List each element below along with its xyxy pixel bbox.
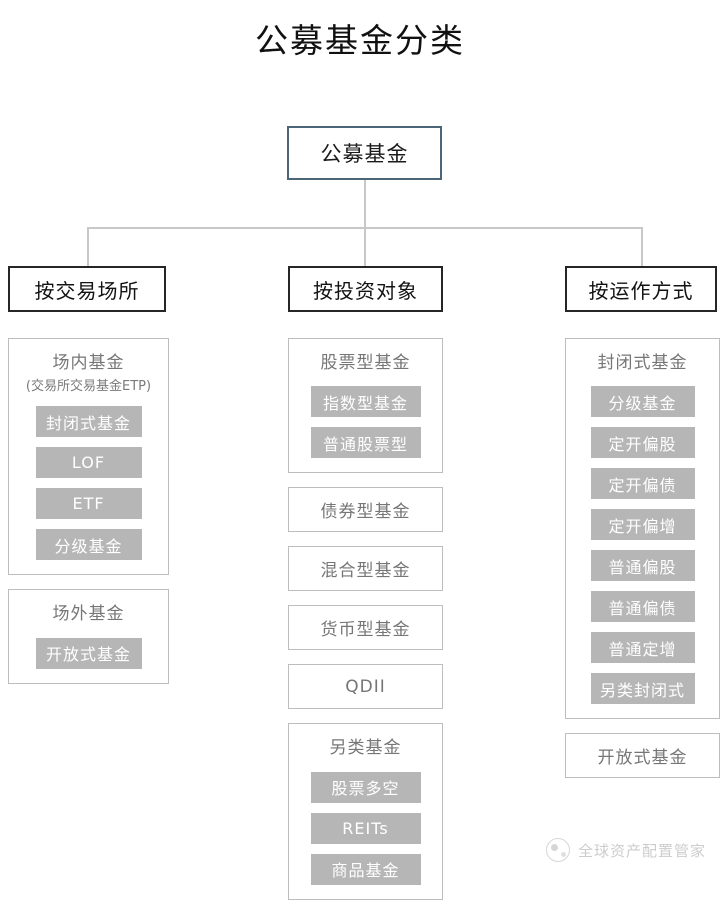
group-item-list: 封闭式基金 LOF ETF 分级基金	[21, 406, 156, 561]
group-item-list: 分级基金定开偏股定开偏债定开偏增普通偏股普通偏债普通定增另类封闭式	[578, 386, 707, 705]
page-title: 公募基金分类	[255, 21, 465, 60]
group-box: 股票型基金指数型基金普通股票型	[288, 338, 443, 474]
group-title: 场外基金	[52, 604, 125, 625]
fund-type-pill[interactable]: 普通偏股	[590, 550, 695, 582]
group-title: 另类基金	[329, 738, 402, 759]
group-title: 股票型基金	[320, 353, 411, 373]
watermark: 全球资产配置管家	[545, 838, 706, 862]
fund-type-pill[interactable]: 定开偏债	[590, 468, 695, 500]
fund-type-pill[interactable]: 定开偏增	[590, 509, 695, 541]
group-item-list: 指数型基金普通股票型	[301, 386, 430, 459]
circle-logo-icon	[545, 838, 570, 862]
category-header-1[interactable]: 按交易场所	[8, 266, 166, 312]
category-header-2[interactable]: 按投资对象	[288, 266, 443, 312]
group-item-list: 开放式基金	[21, 637, 156, 669]
fund-type-pill[interactable]: 普通定增	[590, 632, 695, 664]
fund-type-pill[interactable]: 定开偏股	[590, 427, 695, 459]
fund-classification-diagram: { "title": "公募基金分类", "root": { "label": …	[8, 21, 720, 900]
fund-type-pill[interactable]: 另类封闭式	[590, 673, 695, 705]
connector-drop-column-3	[641, 227, 643, 266]
group-box: 另类基金股票多空 REITs 商品基金	[288, 723, 443, 900]
watermark-label: 全球资产配置管家	[577, 841, 706, 860]
leaf-box[interactable]: 货币型基金	[288, 605, 443, 651]
leaf-box[interactable]: 债券型基金	[288, 487, 443, 533]
group-subtitle: (交易所交易基金ETP)	[25, 379, 152, 395]
leaf-box[interactable]: QDII	[288, 664, 443, 710]
fund-type-pill[interactable]: 股票多空	[310, 771, 421, 803]
fund-type-pill[interactable]: 封闭式基金	[35, 406, 142, 438]
connector-root-vertical	[364, 180, 366, 228]
fund-type-pill[interactable]: 指数型基金	[310, 386, 421, 418]
group-title: 场内基金	[52, 353, 125, 373]
fund-type-pill[interactable]: 普通股票型	[310, 427, 421, 459]
category-header-3[interactable]: 按运作方式	[565, 266, 717, 312]
root-node-public-fund: 公募基金	[287, 126, 442, 180]
column-by-investment-target: 按投资对象股票型基金指数型基金普通股票型债券型基金混合型基金货币型基金 QDII 另…	[288, 266, 443, 914]
column-by-trading-venue: 按交易场所场内基金 (交易所交易基金ETP) 封闭式基金 LOF ETF 分级基金场外基金…	[8, 266, 169, 698]
leaf-box[interactable]: 开放式基金	[565, 733, 720, 779]
fund-type-pill[interactable]: 分级基金	[35, 529, 142, 561]
connector-drop-column-2	[364, 227, 366, 266]
group-box: 封闭式基金分级基金定开偏股定开偏债定开偏增普通偏股普通偏债普通定增另类封闭式	[565, 338, 720, 720]
connector-drop-column-1	[87, 227, 89, 266]
fund-type-pill[interactable]: ETF	[35, 488, 142, 520]
group-item-list: 股票多空 REITs 商品基金	[301, 771, 430, 885]
leaf-box[interactable]: 混合型基金	[288, 546, 443, 592]
fund-type-pill[interactable]: 商品基金	[310, 853, 421, 885]
fund-type-pill[interactable]: 分级基金	[590, 386, 695, 418]
group-box: 场内基金 (交易所交易基金ETP) 封闭式基金 LOF ETF 分级基金	[8, 338, 169, 576]
fund-type-pill[interactable]: REITs	[310, 812, 421, 844]
column-by-operating-mode: 按运作方式封闭式基金分级基金定开偏股定开偏债定开偏增普通偏股普通偏债普通定增另类…	[565, 266, 720, 792]
group-title: 封闭式基金	[597, 353, 688, 373]
fund-type-pill[interactable]: LOF	[35, 447, 142, 479]
group-box: 场外基金开放式基金	[8, 589, 169, 684]
fund-type-pill[interactable]: 开放式基金	[35, 637, 142, 669]
root-node-label: 公募基金	[320, 142, 409, 166]
fund-type-pill[interactable]: 普通偏债	[590, 591, 695, 623]
